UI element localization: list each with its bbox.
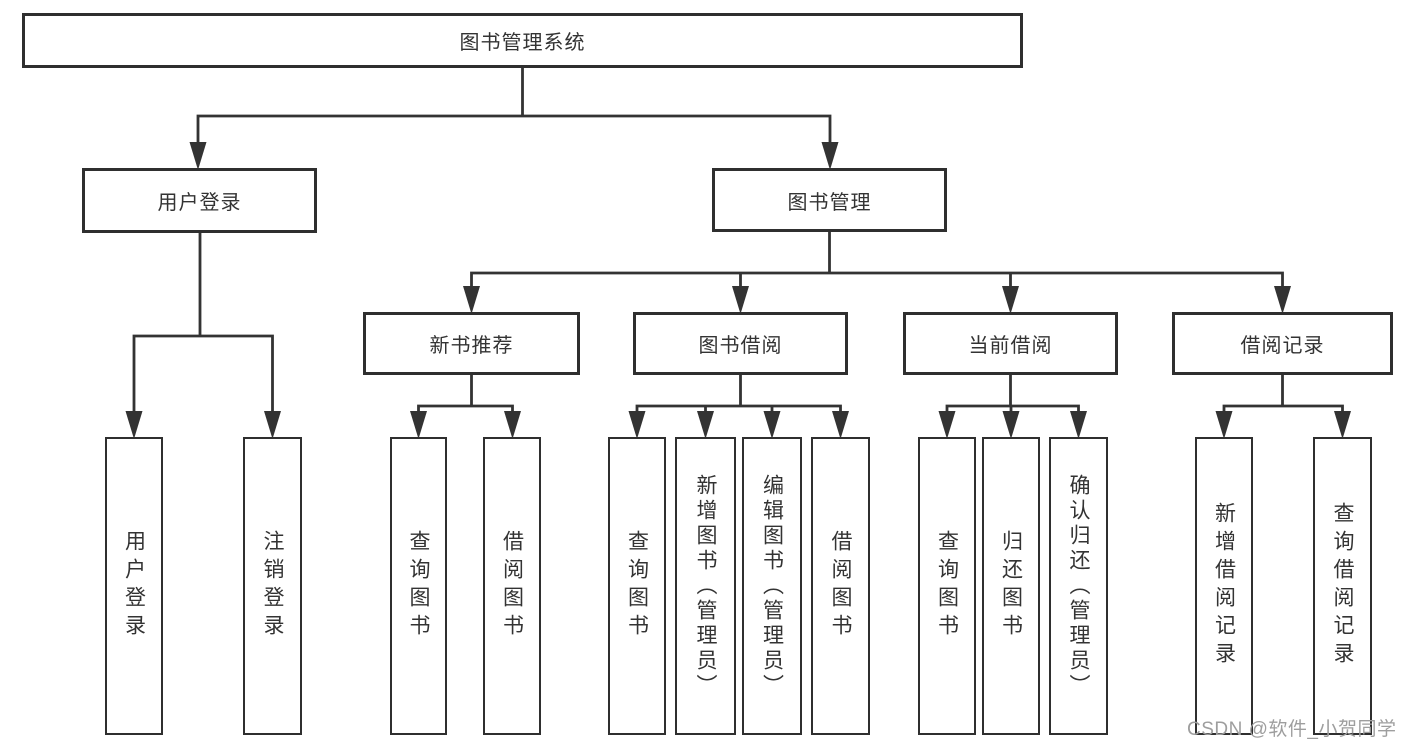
connector-newbookrec-to-leaves — [417, 375, 514, 413]
leaf-user-login: 用户登录 — [105, 437, 163, 735]
leaf-logout: 注销登录 — [243, 437, 302, 735]
arrowhead — [628, 411, 646, 439]
arrowhead — [189, 142, 207, 170]
node-label: 新增借阅记录 — [1212, 502, 1236, 670]
arrowhead — [832, 411, 849, 439]
arrowhead — [763, 411, 781, 439]
node-label: 借阅图书 — [829, 530, 852, 642]
leaf-cb-confirm-return-admin: 确认归还（管理员） — [1049, 437, 1108, 735]
node-label: 注销登录 — [261, 530, 284, 642]
node-label: 确认归还（管理员） — [1067, 473, 1090, 699]
node-label: 查询图书 — [625, 530, 649, 642]
connector-bookborrow-to-leaves — [635, 375, 842, 413]
arrowhead — [1334, 411, 1351, 439]
arrowhead — [1070, 411, 1087, 439]
node-label: 新书推荐 — [429, 335, 514, 357]
node-borrowing-records: 借阅记录 — [1172, 312, 1393, 375]
node-label: 用户登录 — [157, 192, 242, 214]
node-label: 图书管理 — [787, 191, 872, 214]
node-user-login: 用户登录 — [82, 168, 317, 233]
leaf-bb-borrow-book: 借阅图书 — [811, 437, 870, 735]
connector-userlogin-to-leaves — [132, 233, 274, 413]
node-book-borrowing: 图书借阅 — [633, 312, 848, 375]
leaf-br-add-record: 新增借阅记录 — [1195, 437, 1253, 735]
leaf-cb-return-book: 归还图书 — [982, 437, 1040, 735]
arrowhead — [125, 411, 143, 439]
leaf-bb-query-book: 查询图书 — [608, 437, 666, 735]
node-label: 查询借阅记录 — [1331, 502, 1354, 670]
node-current-borrowing: 当前借阅 — [903, 312, 1118, 375]
leaf-bb-edit-book-admin: 编辑图书（管理员） — [742, 437, 802, 735]
arrowhead — [1215, 411, 1233, 439]
node-label: 新增图书（管理员） — [694, 473, 717, 699]
csdn-watermark: CSDN @软件_小贺同学 — [1187, 719, 1397, 740]
node-label: 归还图书 — [999, 530, 1023, 642]
arrowhead — [1274, 286, 1291, 314]
arrowhead — [410, 411, 427, 439]
arrowhead — [504, 411, 521, 439]
node-label: 查询图书 — [935, 530, 959, 642]
leaf-bb-add-book-admin: 新增图书（管理员） — [675, 437, 736, 735]
node-label: 用户登录 — [122, 530, 146, 642]
arrowheads — [125, 142, 1351, 439]
node-new-book-recommend: 新书推荐 — [363, 312, 580, 375]
node-label: 编辑图书（管理员） — [760, 473, 784, 699]
connector-borrowrecord-to-leaves — [1222, 375, 1344, 413]
connector-bookmgmt-to-level3 — [470, 232, 1284, 288]
node-library-management-system: 图书管理系统 — [22, 13, 1023, 68]
arrowhead — [938, 411, 956, 439]
arrowhead — [1002, 286, 1019, 314]
arrowhead — [732, 286, 749, 314]
node-label: 借阅记录 — [1240, 335, 1325, 357]
leaf-cb-query-book: 查询图书 — [918, 437, 976, 735]
node-label: 当前借阅 — [968, 335, 1053, 357]
node-label: 借阅图书 — [500, 530, 524, 642]
arrowhead — [1002, 411, 1020, 439]
leaf-br-query-record: 查询借阅记录 — [1313, 437, 1372, 735]
node-book-management: 图书管理 — [712, 168, 947, 232]
arrowhead — [463, 286, 480, 314]
connector-root-to-level2 — [196, 68, 832, 144]
node-label: 图书借阅 — [698, 335, 783, 357]
arrowhead — [697, 411, 714, 439]
leaf-rec-query-book: 查询图书 — [390, 437, 447, 735]
arrowhead — [821, 142, 839, 170]
leaf-rec-borrow-book: 借阅图书 — [483, 437, 541, 735]
node-label: 图书管理系统 — [459, 32, 586, 54]
node-label: 查询图书 — [407, 530, 430, 642]
arrowhead — [264, 411, 281, 439]
connector-currentborrow-to-leaves — [945, 375, 1080, 413]
